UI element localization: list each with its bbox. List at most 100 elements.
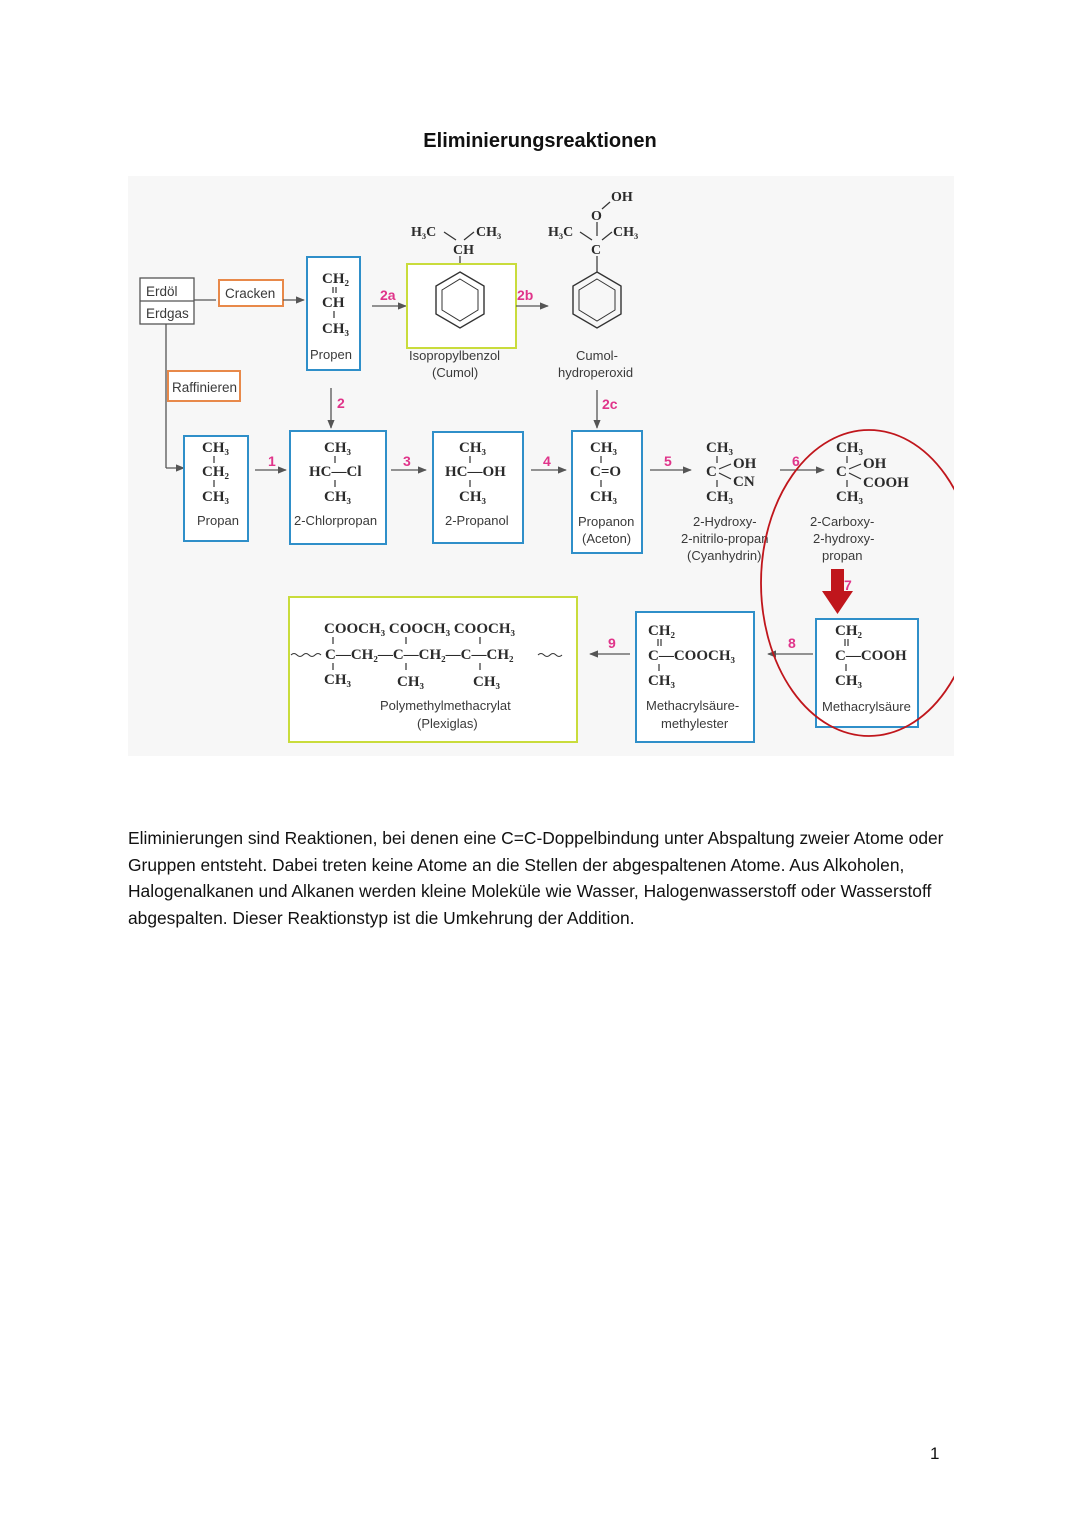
cumol-name-line1: Isopropylbenzol (409, 348, 500, 363)
chain-wavy-left-icon (290, 653, 322, 657)
compound-propanol: CH₃ HC—OH CH₃ 2-Propanol (432, 431, 524, 544)
hydroperoxid-formula-c: C (591, 243, 601, 258)
propanol-name: 2-Propanol (445, 513, 509, 528)
cyanhydrin-formula-ch3-bottom: CH₃ (706, 489, 734, 505)
reaction-scheme-svg: Erdöl Erdgas Cracken Raffinieren CH₂ CH … (128, 176, 954, 756)
hydroperoxid-formula-oh: OH (611, 190, 633, 205)
plexiglas-formula-mid: C—CH₂—C—CH₂—C—CH₂ (325, 647, 514, 663)
source-erdoel: Erdöl (146, 284, 178, 299)
step-label-2: 2 (337, 395, 345, 411)
highlight-arrow-7: 7 (822, 569, 853, 614)
page-title: Eliminierungsreaktionen (423, 130, 657, 152)
chlorpropan-formula-ch3-top: CH₃ (324, 440, 352, 456)
compound-cyanhydrin: CH₃ C OH CN CH₃ 2-Hydroxy- 2-nitrilo-pro… (681, 440, 768, 563)
compound-propan: CH₃ CH₂ CH₃ Propan (183, 435, 249, 542)
propen-formula-ch3: CH₃ (322, 321, 350, 337)
plexiglas-formula-ch3-1: CH₃ (324, 672, 352, 688)
compound-carboxy-hydroxy-propan: CH₃ C OH COOH CH₃ 2-Carboxy- 2-hydroxy- … (810, 440, 909, 563)
chain-wavy-right-icon (537, 653, 563, 657)
propanol-formula-mid: HC—OH (445, 464, 506, 480)
propan-formula-ch3-bottom: CH₃ (202, 489, 230, 505)
hydroperoxid-name-line2: hydroperoxid (558, 365, 633, 380)
cyanhydrin-formula-c: C (706, 464, 717, 480)
compound-cumolhydroperoxid: OH O H₃C CH₃ C Cumol- hydroperoxid (548, 190, 638, 380)
carboxy-name-line1: 2-Carboxy- (810, 514, 874, 529)
chlorpropan-name: 2-Chlorpropan (294, 513, 377, 528)
hydroperoxid-formula-h3c: H₃C (548, 225, 573, 240)
step-label-9: 9 (608, 635, 616, 651)
hydroperoxid-formula-ch3: CH₃ (613, 225, 638, 240)
carboxy-formula-oh: OH (863, 456, 887, 472)
cyanhydrin-name-line1: 2-Hydroxy- (693, 514, 757, 529)
compound-propen: CH₂ CH CH₃ Propen (306, 256, 361, 371)
cyanhydrin-formula-ch3-top: CH₃ (706, 440, 734, 456)
step-label-4: 4 (543, 453, 551, 469)
carboxy-formula-ch3-bottom: CH₃ (836, 489, 864, 505)
process-raffinieren-label: Raffinieren (172, 380, 237, 395)
process-cracken-label: Cracken (225, 286, 275, 301)
methacrylsaeure-name: Methacrylsäure (822, 699, 911, 714)
plexiglas-formula-ch3-3: CH₃ (473, 674, 501, 690)
chlorpropan-formula-mid: HC—Cl (309, 464, 362, 480)
carboxy-formula-ch3-top: CH₃ (836, 440, 864, 456)
page-number: 1 (930, 1444, 940, 1463)
compound-methacrylsaeure: CH₂ C—COOH CH₃ Methacrylsäure (815, 618, 919, 728)
methylester-formula-mid: C—COOCH₃ (648, 648, 736, 664)
carboxy-formula-cooh: COOH (863, 475, 909, 491)
methacrylsaeure-formula-ch3: CH₃ (835, 673, 863, 689)
compound-chlorpropan: CH₃ HC—Cl CH₃ 2-Chlorpropan (289, 430, 387, 545)
methylester-name-line1: Methacrylsäure- (646, 698, 739, 713)
methacrylsaeure-formula-ch2: CH₂ (835, 623, 863, 639)
methylester-formula-ch2: CH₂ (648, 623, 676, 639)
step-label-2b: 2b (517, 287, 533, 303)
step-label-2a: 2a (380, 287, 396, 303)
cumol-formula-ch: CH (453, 243, 474, 258)
methacrylsaeure-formula-mid: C—COOH (835, 648, 907, 664)
propanon-name-line1: Propanon (578, 514, 634, 529)
hydroperoxid-formula-o: O (591, 209, 602, 224)
plexiglas-name-line2: (Plexiglas) (417, 716, 478, 731)
step-label-3: 3 (403, 453, 411, 469)
compound-propanon: CH₃ C=O CH₃ Propanon (Aceton) (571, 430, 643, 554)
body-paragraph: Eliminierungen sind Reaktionen, bei dene… (128, 828, 944, 928)
source-erdgas: Erdgas (146, 306, 189, 321)
hydroperoxid-name-line1: Cumol- (576, 348, 618, 363)
propanol-formula-ch3-top: CH₃ (459, 440, 487, 456)
methylester-name-line2: methylester (661, 716, 729, 731)
carboxy-name-line3: propan (822, 548, 862, 563)
propanon-formula-mid: C=O (590, 464, 621, 480)
cyanhydrin-formula-oh: OH (733, 456, 757, 472)
compound-methacrylsaeuremethylester: CH₂ C—COOCH₃ CH₃ Methacrylsäure- methyle… (635, 611, 755, 743)
source-box: Erdöl Erdgas (139, 277, 195, 325)
propanon-name-line2: (Aceton) (582, 531, 631, 546)
propen-name: Propen (310, 347, 352, 362)
step-label-2c: 2c (602, 396, 618, 412)
propan-formula-ch3-top: CH₃ (202, 440, 230, 456)
propan-name: Propan (197, 513, 239, 528)
cumol-formula-ch3: CH₃ (476, 225, 501, 240)
propanol-formula-ch3-bottom: CH₃ (459, 489, 487, 505)
step-label-8: 8 (788, 635, 796, 651)
cyanhydrin-name-line2: 2-nitrilo-propan (681, 531, 768, 546)
step-label-6: 6 (792, 453, 800, 469)
process-cracken: Cracken (218, 279, 284, 307)
cumol-formula-h3c: H₃C (411, 225, 436, 240)
step-label-7: 7 (844, 577, 852, 593)
reaction-scheme-figure: Erdöl Erdgas Cracken Raffinieren CH₂ CH … (128, 176, 954, 756)
cumol-name-line2: (Cumol) (432, 365, 478, 380)
chlorpropan-formula-ch3-bottom: CH₃ (324, 489, 352, 505)
propen-formula-ch2: CH₂ (322, 271, 350, 287)
plexiglas-formula-ch3-2: CH₃ (397, 674, 425, 690)
step-label-1: 1 (268, 453, 276, 469)
compound-plexiglas: COOCH₃ COOCH₃ COOCH₃ C—CH₂—C—CH₂—C—CH₂ C… (288, 596, 578, 743)
propan-formula-ch2: CH₂ (202, 464, 230, 480)
cyanhydrin-name-line3: (Cyanhydrin) (687, 548, 761, 563)
carboxy-name-line2: 2-hydroxy- (813, 531, 874, 546)
plexiglas-name-line1: Polymethylmethacrylat (380, 698, 511, 713)
propanon-formula-ch3-bottom: CH₃ (590, 489, 618, 505)
benzene-ring-icon (572, 271, 622, 329)
propen-formula-ch: CH (322, 295, 345, 311)
cyanhydrin-formula-cn: CN (733, 474, 755, 490)
propanon-formula-ch3-top: CH₃ (590, 440, 618, 456)
process-raffinieren: Raffinieren (167, 370, 241, 402)
